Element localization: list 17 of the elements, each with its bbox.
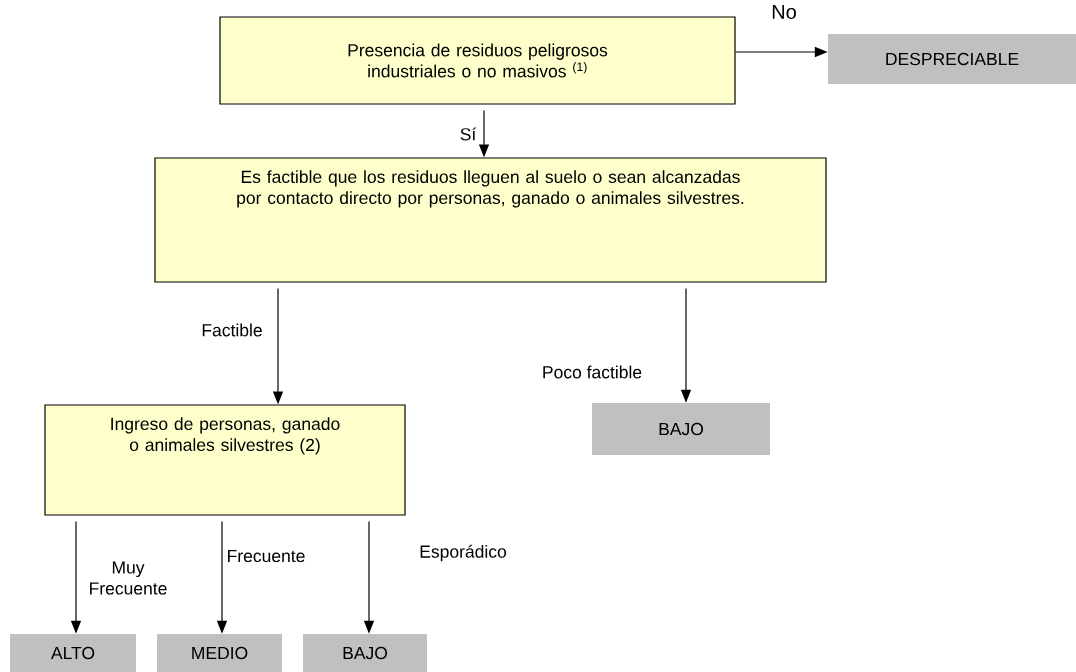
edge-label: Factible	[202, 323, 262, 337]
edge-label: Poco factible	[543, 365, 642, 379]
edge-label: Sí	[460, 127, 477, 141]
edge-label: Frecuente	[228, 549, 305, 563]
question-box	[44, 404, 406, 516]
edge-label: Muy Frecuente	[90, 561, 167, 595]
result-box: ALTO	[10, 634, 136, 672]
box-text: Es factible que los residuos lleguen al suelo o sean alcanzadas por contacto directo por personas, ganado o animales silvestres.	[237, 170, 744, 208]
result-box: DESPRECIABLE	[828, 34, 1076, 84]
edge-label: No	[772, 5, 796, 19]
result-box: MEDIO	[157, 634, 282, 672]
question-box	[154, 157, 827, 283]
question-box: Presencia de residuos peligrosos industriales o no masivos $^{(1)}$	[219, 16, 736, 105]
box-text: Ingreso de personas, ganado o animales silvestres (2)	[111, 417, 340, 455]
result-box: BAJO	[592, 403, 770, 455]
edge-label: Esporádico	[420, 544, 507, 562]
result-box: BAJO	[303, 634, 427, 672]
